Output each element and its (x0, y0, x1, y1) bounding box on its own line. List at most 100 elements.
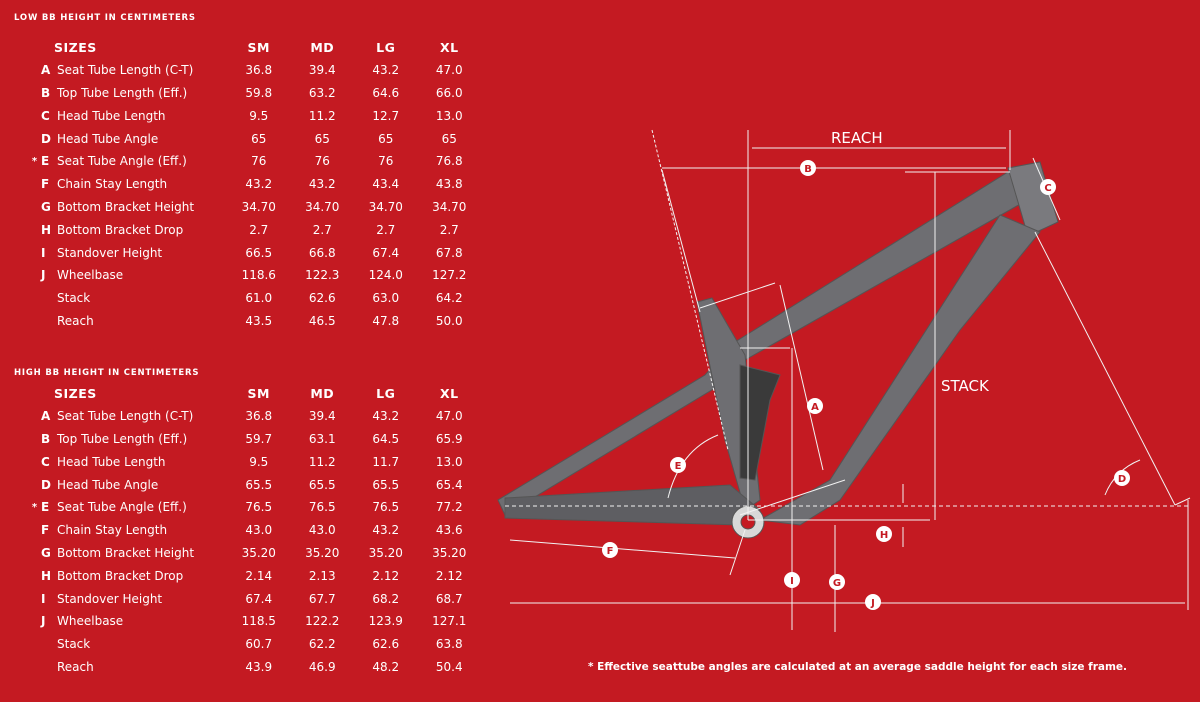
cell-value: 43.2 (245, 177, 273, 192)
cell-value: 65.9 (435, 431, 463, 446)
cell-value: 11.7 (372, 454, 400, 469)
size-header-sm: SM (247, 385, 270, 401)
row-letter: G (41, 199, 51, 214)
row-letter: F (41, 177, 50, 192)
cell-value: 43.8 (435, 177, 463, 192)
cell-value: 47.8 (372, 313, 400, 328)
cell-value: 47.0 (435, 409, 463, 424)
marker-g: G (833, 578, 841, 589)
cell-value: 13.0 (435, 108, 463, 123)
row-letter: D (41, 131, 51, 146)
cell-value: 65.5 (308, 477, 336, 492)
row-label: Chain Stay Length (57, 177, 168, 192)
row-letter: E (41, 500, 50, 515)
cell-value: 9.5 (249, 108, 269, 123)
row-label: Chain Stay Length (57, 523, 168, 538)
row-label: Seat Tube Length (C-T) (57, 63, 194, 78)
cell-value: 2.14 (245, 568, 273, 583)
cell-value: 35.20 (241, 545, 276, 560)
row-label: Seat Tube Angle (Eff.) (57, 154, 187, 169)
cell-value: 43.2 (372, 523, 400, 538)
cell-value: 122.2 (305, 614, 340, 629)
cell-value: 35.20 (432, 545, 467, 560)
cell-value: 64.2 (435, 291, 463, 306)
cell-value: 65.5 (245, 477, 273, 492)
cell-value: 127.2 (432, 268, 467, 283)
row-label: Top Tube Length (Eff.) (57, 85, 188, 100)
cell-value: 76 (378, 154, 394, 169)
cell-value: 118.5 (241, 614, 276, 629)
cell-value: 2.7 (439, 222, 459, 237)
cell-value: 66.5 (245, 245, 273, 260)
cell-value: 50.4 (435, 659, 463, 674)
reach-label: REACH (831, 129, 883, 147)
cell-value: 63.2 (308, 85, 336, 100)
cell-value: 67.7 (308, 591, 336, 606)
cell-value: 34.70 (305, 199, 340, 214)
cell-value: 66.0 (435, 85, 463, 100)
row-letter: C (41, 454, 50, 469)
cell-value: 59.7 (245, 431, 273, 446)
cell-value: 34.70 (241, 199, 276, 214)
cell-value: 43.0 (245, 523, 273, 538)
cell-value: 43.9 (245, 659, 273, 674)
cell-value: 76 (314, 154, 330, 169)
cell-value: 11.2 (308, 108, 336, 123)
seat-angle-footnote: * Effective seattube angles are calculat… (588, 661, 1128, 673)
cell-value: 36.8 (245, 63, 273, 78)
cell-value: 59.8 (245, 85, 273, 100)
marker-b: B (804, 164, 812, 175)
row-letter: E (41, 154, 50, 169)
row-letter: H (41, 568, 52, 583)
cell-value: 13.0 (435, 454, 463, 469)
cell-value: 2.12 (435, 568, 463, 583)
cell-value: 43.2 (372, 63, 400, 78)
cell-value: 65.5 (372, 477, 400, 492)
cell-value: 2.7 (376, 222, 396, 237)
cell-value: 76.5 (245, 500, 273, 515)
cell-value: 48.2 (372, 659, 400, 674)
cell-value: 61.0 (245, 291, 273, 306)
cell-value: 60.7 (245, 637, 273, 652)
cell-value: 63.1 (308, 431, 336, 446)
cell-value: 68.2 (372, 591, 400, 606)
row-letter: G (41, 545, 51, 560)
row-label: Standover Height (57, 245, 163, 260)
cell-value: 123.9 (368, 614, 403, 629)
cell-value: 63.8 (435, 637, 463, 652)
size-header-xl: XL (439, 385, 459, 401)
cell-value: 50.0 (435, 313, 463, 328)
row-letter: A (41, 63, 51, 78)
cell-value: 43.5 (245, 313, 273, 328)
marker-j: J (870, 598, 875, 609)
cell-value: 65.4 (435, 477, 463, 492)
row-label: Stack (57, 637, 91, 652)
cell-value: 43.2 (372, 409, 400, 424)
cell-value: 65 (251, 131, 267, 146)
cell-value: 43.0 (308, 523, 336, 538)
marker-d: D (1118, 474, 1126, 485)
row-label: Bottom Bracket Height (57, 199, 195, 214)
cell-value: 9.5 (249, 454, 269, 469)
row-label: Bottom Bracket Height (57, 545, 195, 560)
row-letter: B (41, 431, 51, 446)
row-label: Bottom Bracket Drop (57, 222, 184, 237)
cell-value: 76.5 (372, 500, 400, 515)
cell-value: 67.4 (372, 245, 400, 260)
bike-frame (497, 161, 1059, 539)
cell-value: 65 (378, 131, 394, 146)
